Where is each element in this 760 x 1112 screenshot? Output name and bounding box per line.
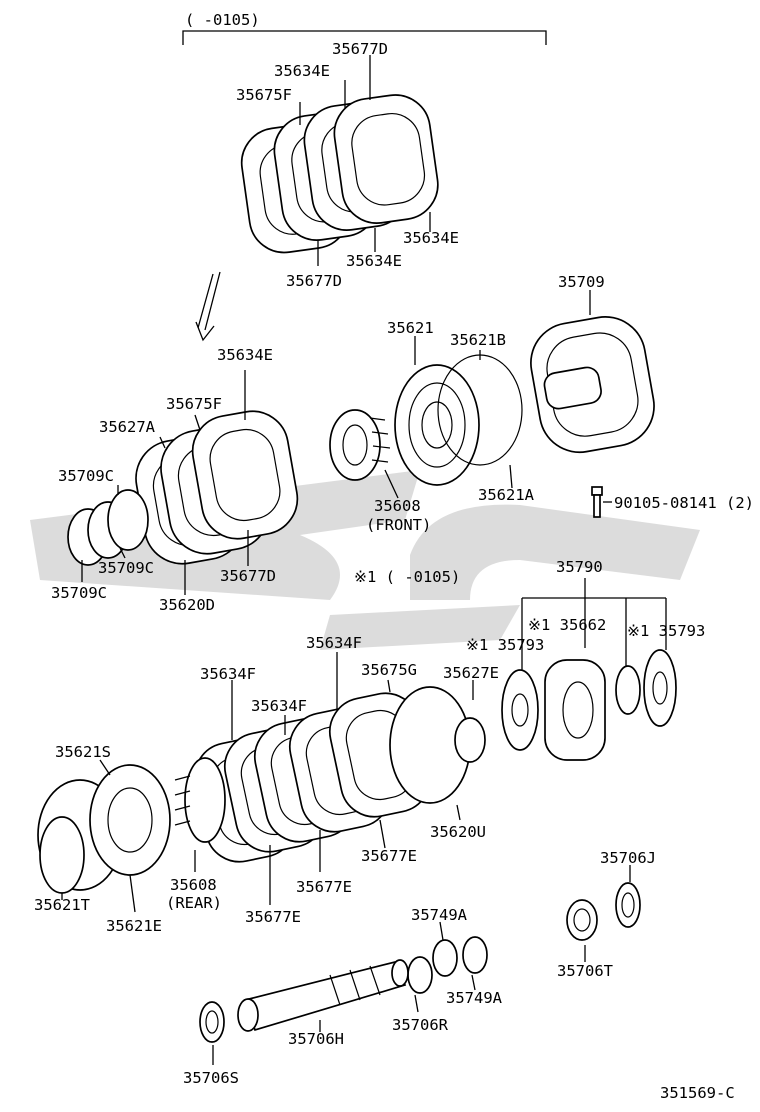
label-35709C-1: 35709C: [58, 467, 114, 485]
race-35706T: [566, 899, 598, 941]
label-35634E-top: 35634E: [274, 62, 330, 80]
bolt-90105-08141: [591, 486, 603, 518]
label-35677D-middle: 35677D: [220, 567, 276, 585]
label-35675F-middle: 35675F: [166, 395, 222, 413]
label-35621B: 35621B: [450, 331, 506, 349]
hub-35662: [501, 649, 677, 761]
label-35634F-2: 35634F: [200, 665, 256, 683]
top-version-note: ( -0105): [185, 11, 260, 29]
label-35677E-1: 35677E: [361, 847, 417, 865]
label-35677E-2: 35677E: [296, 878, 352, 896]
shaft-35706H: [237, 959, 409, 1032]
snap-rings-35709C: [67, 489, 149, 566]
label-35634E-right2: 35634E: [346, 252, 402, 270]
label-35706R: 35706R: [392, 1016, 449, 1034]
label-35749A-2: 35749A: [446, 989, 503, 1007]
bearing-35706J: [615, 882, 641, 928]
label-35608-front-sub: (FRONT): [366, 516, 431, 534]
diagram-id: 351569-C: [660, 1084, 735, 1102]
label-35621E: 35621E: [106, 917, 162, 935]
label-35677D-top: 35677D: [332, 40, 388, 58]
label-35675G: 35675G: [361, 661, 417, 679]
direction-arrow-icon: [195, 271, 221, 342]
piston-35621: [394, 364, 480, 486]
label-35621S: 35621S: [55, 743, 111, 761]
label-35634E-right1: 35634E: [403, 229, 459, 247]
spring-35608-rear: [174, 757, 226, 843]
label-35627A: 35627A: [99, 418, 156, 436]
label-35608-rear: 35608: [170, 876, 217, 894]
label-35634E-middle: 35634E: [217, 346, 273, 364]
label-35608-rear-sub: (REAR): [166, 894, 222, 912]
drum-35709: [530, 316, 655, 454]
label-35706J: 35706J: [600, 849, 656, 867]
label-35608-front: 35608: [374, 497, 421, 515]
label-35634F-3: 35634F: [251, 697, 307, 715]
top-clutch-pack: [240, 94, 439, 254]
label-35706S: 35706S: [183, 1069, 239, 1087]
label-35706T: 35706T: [557, 962, 613, 980]
spring-35608-front: [329, 409, 391, 481]
lower-clutch-pack: [193, 686, 486, 863]
label-35709: 35709: [558, 273, 605, 291]
label-35662: ※1 35662: [528, 616, 606, 634]
label-35790: 35790: [556, 558, 603, 576]
label-35709C-2: 35709C: [98, 559, 154, 577]
washer-35706S: [199, 1001, 225, 1043]
label-35793-left: ※1 35793: [466, 636, 544, 654]
label-90105-08141: 90105-08141 (2): [614, 494, 754, 512]
washers-35749A: [407, 936, 488, 994]
label-35620D: 35620D: [159, 596, 215, 614]
label-35621T: 35621T: [34, 896, 90, 914]
top-version-bracket: [182, 30, 547, 45]
label-35677D-bottom: 35677D: [286, 272, 342, 290]
middle-clutch-pack: [135, 410, 299, 565]
label-35706H: 35706H: [288, 1030, 344, 1048]
label-35621: 35621: [387, 319, 434, 337]
label-35677E-3: 35677E: [245, 908, 301, 926]
label-35627E: 35627E: [443, 664, 499, 682]
label-35749A-1: 35749A: [411, 906, 468, 924]
label-35621A: 35621A: [478, 486, 535, 504]
label-35620U: 35620U: [430, 823, 486, 841]
label-35709C-3: 35709C: [51, 584, 107, 602]
version-note-middle: ※1 ( -0105): [354, 568, 460, 586]
label-35793-right: ※1 35793: [627, 622, 705, 640]
label-35634F-1: 35634F: [306, 634, 362, 652]
label-35675F-top: 35675F: [236, 86, 292, 104]
piston-35621E: [37, 764, 171, 894]
